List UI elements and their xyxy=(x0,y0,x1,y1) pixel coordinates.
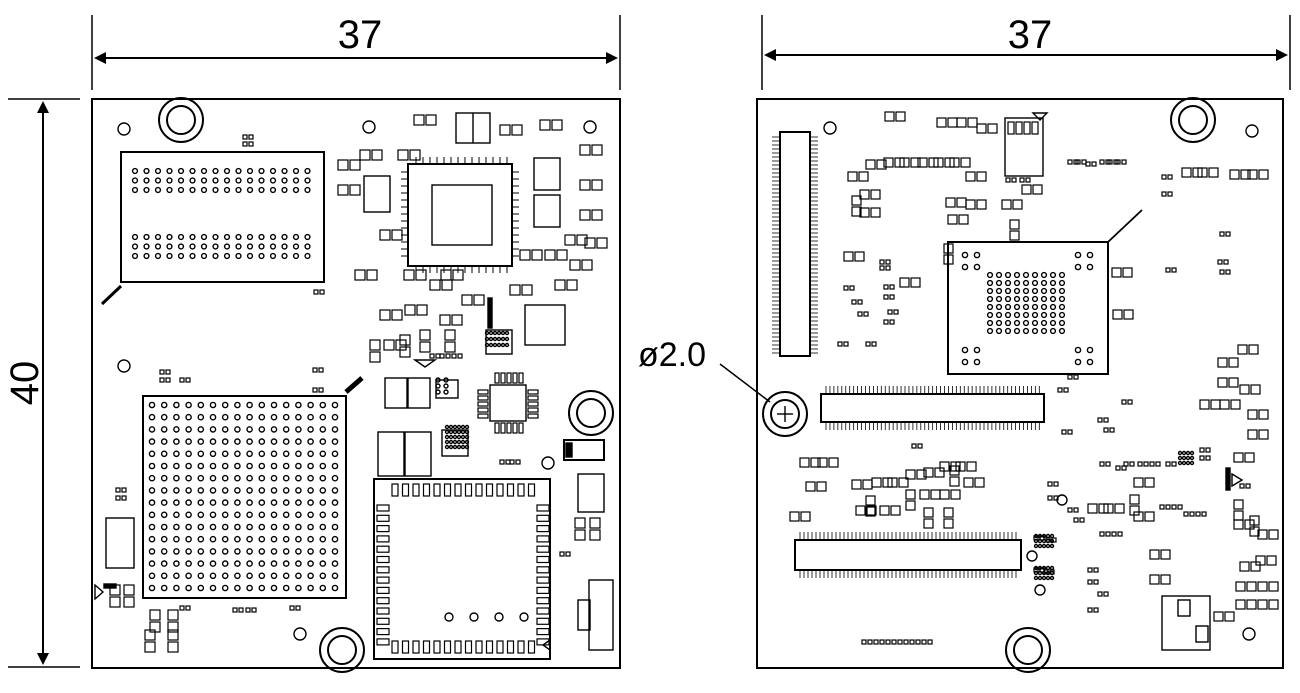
memory-chip-balls xyxy=(131,167,311,260)
hole-diameter-label: ø2.0 xyxy=(638,336,706,374)
bottom-width-dimension: 37 xyxy=(1008,13,1053,57)
vertical-connector-pins xyxy=(772,136,818,354)
board-connector-lower xyxy=(794,539,1022,571)
height-dimension: 40 xyxy=(3,361,47,406)
mounting-hole-icon xyxy=(1005,627,1051,673)
bottom-bga-chip xyxy=(947,241,1109,375)
mounting-hole-icon xyxy=(568,390,614,436)
top-width-dimension: 37 xyxy=(338,13,383,57)
mounting-hole-icon xyxy=(158,97,204,143)
wireless-module-pads xyxy=(376,483,550,654)
small-qfn-chip-pins xyxy=(477,372,539,434)
mounting-hole-icon xyxy=(1170,97,1216,143)
board-connector-upper-pins xyxy=(825,386,1040,430)
dimension-lines xyxy=(8,15,1291,668)
small-qfn-chip xyxy=(489,384,527,422)
board-outline-bottom xyxy=(756,98,1284,669)
wireless-module xyxy=(373,478,551,660)
board-top-view xyxy=(91,97,621,673)
bga-processor-balls xyxy=(148,401,339,592)
board-bottom-view xyxy=(756,97,1284,673)
bottom-passive-components xyxy=(789,111,1279,645)
vertical-connector xyxy=(779,131,811,357)
bga-processor xyxy=(142,395,347,599)
mounting-hole-icon xyxy=(319,627,365,673)
mounting-hole-with-cross-icon xyxy=(762,391,808,437)
board-connector-lower-pins xyxy=(799,532,1017,578)
bottom-bga-balls xyxy=(961,251,1094,366)
qfn-chip-top xyxy=(407,163,513,267)
memory-chip-top xyxy=(120,151,325,283)
board-connector-upper xyxy=(820,393,1045,423)
qfn-chip-pins xyxy=(401,157,519,273)
top-passive-components xyxy=(94,114,608,653)
